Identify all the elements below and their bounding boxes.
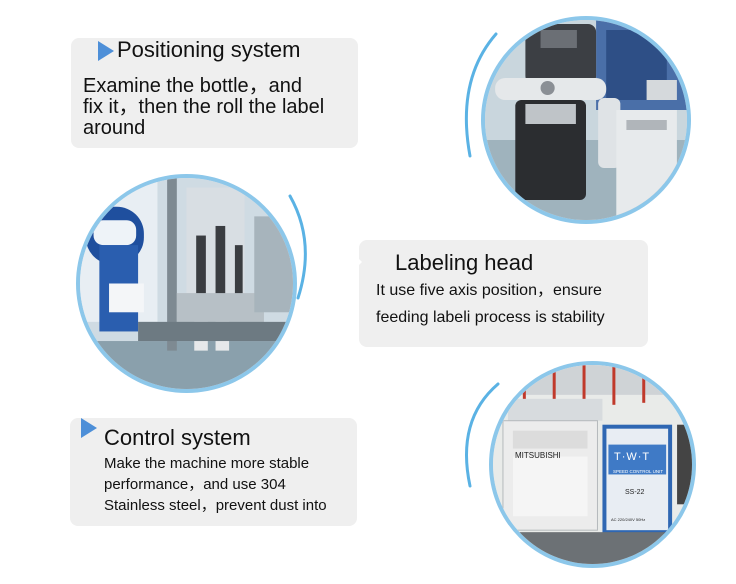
description-line: Examine the bottle，and	[83, 75, 303, 97]
labeling-head-image	[80, 178, 293, 389]
control-system-card: Control system Make the machine more sta…	[70, 418, 357, 526]
labeling-head-photo	[76, 174, 297, 393]
positioning-mechanism-image	[485, 20, 687, 220]
pointer-triangle-icon	[81, 418, 97, 438]
control-cabinet-image	[493, 365, 692, 564]
description-line: around	[83, 117, 146, 139]
control-system-description: Make the machine more stable performance…	[104, 453, 354, 516]
positioning-system-description: Examine the bottle，and fix it，then the r…	[83, 76, 373, 139]
card-notch	[358, 258, 362, 266]
speed-unit-rating-label: AC 220/240V 50Hz	[611, 517, 646, 522]
description-line: performance，and use 304	[104, 476, 286, 493]
description-line: feeding labeli process is stability	[376, 309, 605, 326]
description-line: It use five axis position，ensure	[376, 282, 602, 299]
speed-unit-model-label: SS-22	[625, 489, 645, 496]
labeling-head-description: It use five axis position，ensure feeding…	[376, 277, 651, 331]
bottle-positioning-photo	[481, 16, 691, 224]
description-line: Make the machine more stable	[104, 455, 310, 472]
plc-brand-label: MITSUBISHI	[515, 451, 561, 460]
pointer-triangle-icon	[98, 41, 114, 61]
labeling-head-title: Labeling head	[395, 250, 534, 275]
labeling-head-card: Labeling head It use five axis position，…	[358, 240, 651, 347]
description-line: Stainless steel，prevent dust into	[104, 497, 327, 514]
speed-unit-title-label: SPEED CONTROL UNIT	[613, 469, 664, 474]
description-line: fix it，then the roll the label	[83, 96, 325, 118]
control-cabinet-photo: MITSUBISHI T·W·T SPEED CONTROL UNIT SS-2…	[489, 361, 696, 568]
positioning-system-title: Positioning system	[117, 37, 301, 62]
positioning-system-card: Positioning system Examine the bottle，an…	[71, 38, 358, 148]
speed-unit-brand-label: T·W·T	[614, 451, 651, 463]
control-system-title: Control system	[104, 425, 251, 450]
